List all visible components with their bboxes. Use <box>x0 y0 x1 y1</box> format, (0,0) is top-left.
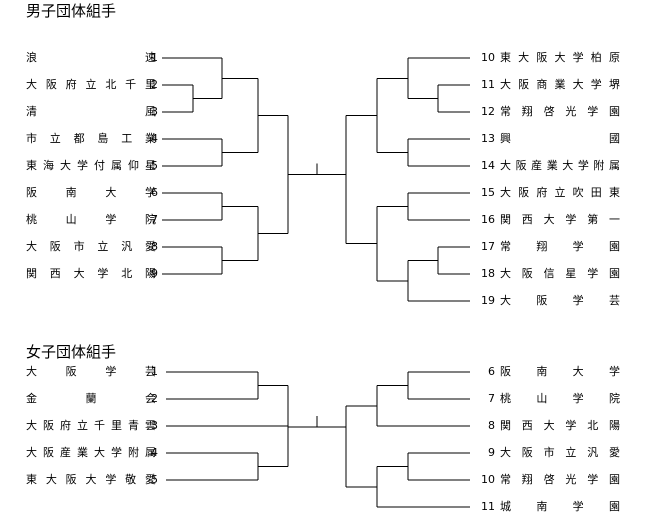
seed-number: 8 <box>488 419 495 432</box>
seed-number: 2 <box>151 392 158 405</box>
team-name: 阪南大学 <box>500 365 620 378</box>
team-name: 常翔学園 <box>500 240 620 253</box>
team-name: 大阪学芸 <box>26 365 156 378</box>
team-name: 東海大学付属仰星 <box>26 159 156 172</box>
team-name: 市立都島工業 <box>26 132 156 145</box>
seed-number: 16 <box>481 213 495 226</box>
seed-number: 17 <box>481 240 495 253</box>
team-name: 大阪府立北千里 <box>26 78 156 91</box>
team-name: 大阪商業大学堺 <box>500 78 620 91</box>
team-name: 城南学園 <box>500 500 620 513</box>
seed-number: 9 <box>488 446 495 459</box>
men-section-title: 男子団体組手 <box>26 2 117 20</box>
seed-number: 5 <box>151 473 158 486</box>
seed-number: 19 <box>481 294 495 307</box>
team-name: 常翔啓光学園 <box>500 473 620 486</box>
seed-number: 15 <box>481 186 495 199</box>
team-name: 大阪府立吹田東 <box>500 186 620 199</box>
seed-number: 7 <box>151 213 158 226</box>
team-name: 桃山学院 <box>26 213 156 226</box>
team-name: 金蘭会 <box>26 392 156 405</box>
seed-number: 11 <box>481 500 495 513</box>
team-name: 東大阪大学敬愛 <box>26 473 156 486</box>
seed-number: 7 <box>488 392 495 405</box>
seed-number: 6 <box>488 365 495 378</box>
seed-number: 11 <box>481 78 495 91</box>
team-name: 大阪市立汎愛 <box>26 240 156 253</box>
team-name: 東大阪大学柏原 <box>500 51 620 64</box>
seed-number: 3 <box>151 105 158 118</box>
seed-number: 5 <box>151 159 158 172</box>
team-name: 興國 <box>500 132 620 145</box>
seed-number: 9 <box>151 267 158 280</box>
team-name: 桃山学院 <box>500 392 620 405</box>
seed-number: 10 <box>481 473 495 486</box>
seed-number: 18 <box>481 267 495 280</box>
seed-number: 2 <box>151 78 158 91</box>
seed-number: 1 <box>151 365 158 378</box>
team-name: 関西大学第一 <box>500 213 620 226</box>
team-name: 大阪産業大学附属 <box>500 159 620 172</box>
team-name: 清風 <box>26 105 156 118</box>
team-name: 浪速 <box>26 51 156 64</box>
team-name: 大阪市立汎愛 <box>500 446 620 459</box>
team-name: 阪南大学 <box>26 186 156 199</box>
seed-number: 4 <box>151 446 158 459</box>
seed-number: 6 <box>151 186 158 199</box>
seed-number: 1 <box>151 51 158 64</box>
women-section-title: 女子団体組手 <box>26 343 117 361</box>
team-name: 関西大学北陽 <box>500 419 620 432</box>
seed-number: 4 <box>151 132 158 145</box>
seed-number: 14 <box>481 159 495 172</box>
seed-number: 12 <box>481 105 495 118</box>
seed-number: 8 <box>151 240 158 253</box>
team-name: 大阪産業大学附属 <box>26 446 156 459</box>
team-name: 関西大学北陽 <box>26 267 156 280</box>
team-name: 大阪府立千里青雲 <box>26 419 156 432</box>
team-name: 常翔啓光学園 <box>500 105 620 118</box>
seed-number: 13 <box>481 132 495 145</box>
seed-number: 3 <box>151 419 158 432</box>
team-name: 大阪信星学園 <box>500 267 620 280</box>
seed-number: 10 <box>481 51 495 64</box>
team-name: 大阪学芸 <box>500 294 620 307</box>
